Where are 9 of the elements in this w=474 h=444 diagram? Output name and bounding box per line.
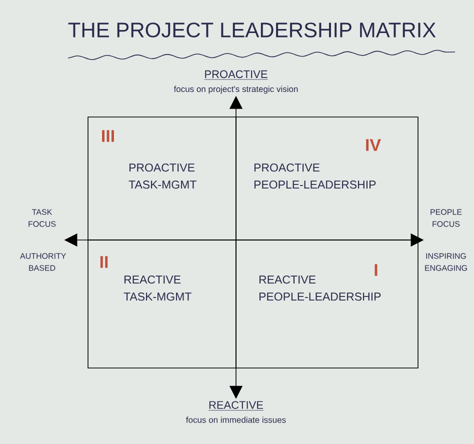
axis-label: PEOPLE FOCUS INSPIRING ENGAGING — [425, 209, 467, 271]
axis-label: REACTIVE focus on immediate issues — [186, 401, 286, 423]
axis-label: PROACTIVE focus on project's strategic vision — [174, 70, 298, 94]
quadrant-box: II REACTIVE TASK-MGMT — [88, 240, 236, 368]
quadrant-box: I REACTIVE PEOPLE-LEADERSHIP — [236, 240, 418, 368]
quadrant-box: IV PROACTIVE PEOPLE-LEADERSHIP — [236, 116, 418, 240]
quadrant-box: III PROACTIVE TASK-MGMT — [88, 116, 236, 240]
title: THE PROJECT LEADERSHIP MATRIX — [68, 22, 436, 38]
axis-label: TASK FOCUS AUTHORITY BASED — [20, 209, 66, 271]
